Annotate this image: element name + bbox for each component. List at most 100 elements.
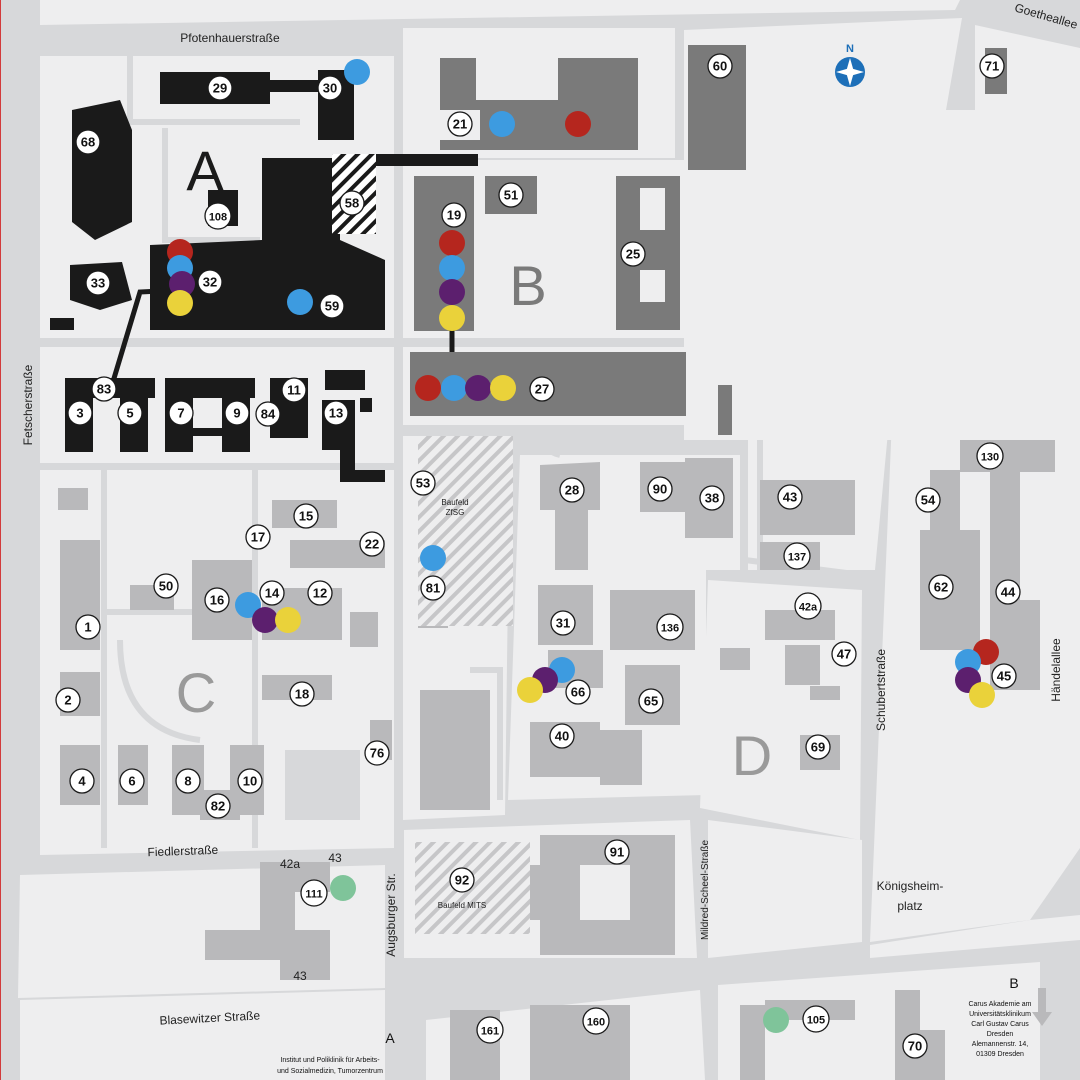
building-badge-number: 43 bbox=[783, 490, 797, 505]
building-badge-38[interactable]: 38 bbox=[699, 485, 725, 511]
building-badge-number: 130 bbox=[981, 452, 999, 464]
path-27 bbox=[537, 429, 561, 458]
building-badge-4[interactable]: 4 bbox=[69, 768, 95, 794]
building-badge-47[interactable]: 47 bbox=[831, 641, 857, 667]
building-badge-9[interactable]: 9 bbox=[224, 400, 250, 426]
building-badge-5[interactable]: 5 bbox=[117, 400, 143, 426]
building-badge-33[interactable]: 33 bbox=[85, 270, 111, 296]
building-badge-number: 60 bbox=[713, 59, 727, 74]
marker-yellow bbox=[490, 375, 516, 401]
building-badge-43[interactable]: 43 bbox=[777, 484, 803, 510]
building-badge-circle bbox=[175, 768, 201, 794]
building-badge-circle bbox=[565, 679, 591, 705]
building-badge-137[interactable]: 137 bbox=[783, 542, 811, 570]
building-badge-circle bbox=[317, 75, 343, 101]
building-badge-68[interactable]: 68 bbox=[75, 129, 101, 155]
building-badge-136[interactable]: 136 bbox=[656, 613, 684, 641]
building-badge-15[interactable]: 15 bbox=[293, 503, 319, 529]
building-badge-28[interactable]: 28 bbox=[559, 477, 585, 503]
building-badge-3[interactable]: 3 bbox=[67, 400, 93, 426]
building-badge-65[interactable]: 65 bbox=[638, 688, 664, 714]
building-badge-number: 59 bbox=[325, 299, 339, 314]
building-badge-12[interactable]: 12 bbox=[307, 580, 333, 606]
building-badge-81[interactable]: 81 bbox=[420, 575, 446, 601]
marker-purple bbox=[465, 375, 491, 401]
building-badge-59[interactable]: 59 bbox=[319, 293, 345, 319]
building-badge-22[interactable]: 22 bbox=[359, 531, 385, 557]
building-badge-130[interactable]: 130 bbox=[976, 442, 1004, 470]
building-badge-10[interactable]: 10 bbox=[237, 768, 263, 794]
building-badge-number: 4 bbox=[78, 774, 86, 789]
building-badge-82[interactable]: 82 bbox=[205, 793, 231, 819]
connectors bbox=[109, 287, 455, 386]
building-badge-70[interactable]: 70 bbox=[902, 1033, 928, 1059]
building-badge-83[interactable]: 83 bbox=[91, 376, 117, 402]
building-badge-53[interactable]: 53 bbox=[410, 470, 436, 496]
building-badge-50[interactable]: 50 bbox=[153, 573, 179, 599]
building-badge-76[interactable]: 76 bbox=[364, 740, 390, 766]
building-badge-number: 50 bbox=[159, 579, 173, 594]
building-badge-90[interactable]: 90 bbox=[647, 476, 673, 502]
baufeld-labels: Baufeld ZfSG Baufeld MITS bbox=[438, 498, 486, 910]
building-badge-19[interactable]: 19 bbox=[441, 202, 467, 228]
building-badge-11[interactable]: 11 bbox=[281, 377, 307, 403]
building-badge-18[interactable]: 18 bbox=[289, 681, 315, 707]
building-badge-84[interactable]: 84 bbox=[255, 401, 281, 427]
building-badge-51[interactable]: 51 bbox=[498, 182, 524, 208]
legend-b-line4: Dresden bbox=[987, 1031, 1014, 1038]
path-baufeld bbox=[470, 667, 503, 800]
building-badge-58[interactable]: 58 bbox=[339, 190, 365, 216]
building-badge-2[interactable]: 2 bbox=[55, 687, 81, 713]
building-badge-7[interactable]: 7 bbox=[168, 400, 194, 426]
building-badge-54[interactable]: 54 bbox=[915, 487, 941, 513]
building-badge-60[interactable]: 60 bbox=[707, 53, 733, 79]
marker-blue bbox=[344, 59, 370, 85]
building-badge-circle bbox=[259, 580, 285, 606]
building-badge-circle bbox=[153, 573, 179, 599]
building-badge-32[interactable]: 32 bbox=[197, 269, 223, 295]
building-badge-27[interactable]: 27 bbox=[529, 376, 555, 402]
marker-yellow bbox=[517, 677, 543, 703]
building-badge-31[interactable]: 31 bbox=[550, 610, 576, 636]
building-badge-16[interactable]: 16 bbox=[204, 587, 230, 613]
building-badge-108[interactable]: 108 bbox=[204, 202, 232, 230]
building-badge-40[interactable]: 40 bbox=[549, 723, 575, 749]
building-badge-69[interactable]: 69 bbox=[805, 734, 831, 760]
building-badge-42a[interactable]: 42a bbox=[794, 592, 822, 620]
building-number-badges[interactable]: 1234567891011121314151617181921222527282… bbox=[55, 53, 1021, 1059]
marker-yellow bbox=[969, 682, 995, 708]
building-badge-1[interactable]: 1 bbox=[75, 614, 101, 640]
building-badge-number: 42a bbox=[799, 602, 818, 614]
building-badge-8[interactable]: 8 bbox=[175, 768, 201, 794]
building-badge-111[interactable]: 111 bbox=[300, 879, 328, 907]
building-badge-14[interactable]: 14 bbox=[259, 580, 285, 606]
building-badge-number: 9 bbox=[233, 406, 240, 421]
building-badge-62[interactable]: 62 bbox=[928, 574, 954, 600]
building-badge-45[interactable]: 45 bbox=[991, 663, 1017, 689]
building-badge-21[interactable]: 21 bbox=[447, 111, 473, 137]
building-badge-circle bbox=[550, 610, 576, 636]
building-badge-105[interactable]: 105 bbox=[802, 1005, 830, 1033]
building-badge-number: 58 bbox=[345, 196, 359, 211]
building-badge-number: 33 bbox=[91, 276, 105, 291]
building-badge-number: 17 bbox=[251, 530, 265, 545]
building-badge-91[interactable]: 91 bbox=[604, 839, 630, 865]
building-badge-92[interactable]: 92 bbox=[449, 867, 475, 893]
building-badge-25[interactable]: 25 bbox=[620, 241, 646, 267]
building-badge-30[interactable]: 30 bbox=[317, 75, 343, 101]
building-badge-circle bbox=[991, 663, 1017, 689]
building-badge-circle bbox=[447, 111, 473, 137]
path-29 bbox=[127, 56, 300, 125]
building-badge-29[interactable]: 29 bbox=[207, 75, 233, 101]
building-badge-13[interactable]: 13 bbox=[323, 400, 349, 426]
legend-b-line2: Universitätsklinikum bbox=[969, 1011, 1031, 1018]
building-badge-number: 108 bbox=[209, 212, 227, 224]
building-badge-66[interactable]: 66 bbox=[565, 679, 591, 705]
building-badge-71[interactable]: 71 bbox=[979, 53, 1005, 79]
building-badge-160[interactable]: 160 bbox=[582, 1007, 610, 1035]
building-badge-6[interactable]: 6 bbox=[119, 768, 145, 794]
building-badge-161[interactable]: 161 bbox=[476, 1016, 504, 1044]
building-badge-17[interactable]: 17 bbox=[245, 524, 271, 550]
building-badge-44[interactable]: 44 bbox=[995, 579, 1021, 605]
